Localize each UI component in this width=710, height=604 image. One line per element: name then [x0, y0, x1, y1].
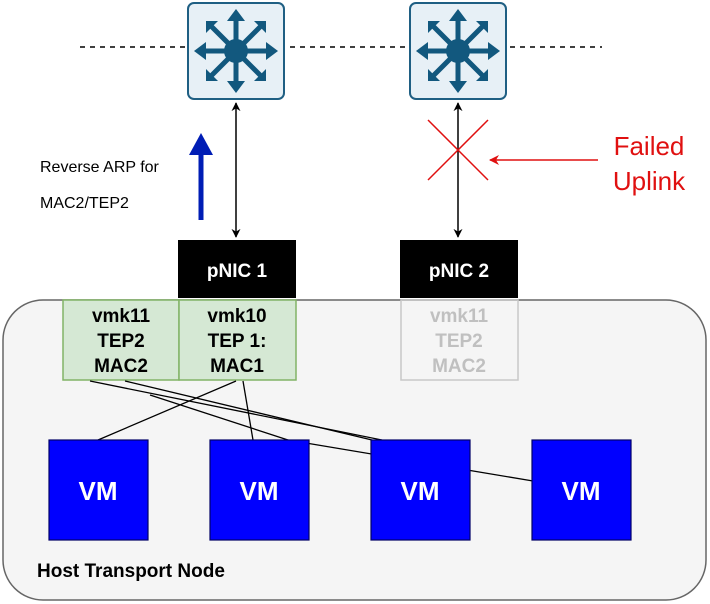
pnic-2-label: pNIC 2	[429, 261, 489, 282]
switch-2	[409, 2, 507, 100]
layer3-switch-arrows-icon	[194, 9, 278, 93]
layer3-switch-arrows-icon	[416, 9, 500, 93]
host-transport-node-label: Host Transport Node	[37, 561, 225, 582]
vm-3: VM	[370, 439, 471, 541]
vm-4: VM	[531, 439, 632, 541]
vmk10-tep: TEP 1:	[208, 331, 267, 352]
pnic-2: pNIC 2	[400, 240, 518, 298]
link-vmk11-vm2-vm4	[149, 394, 289, 441]
link-vmk11-vm3b	[124, 380, 373, 441]
link-vmk10-vm1	[97, 380, 237, 441]
vmk11-tep: TEP2	[97, 331, 145, 352]
vm-2-label: VM	[240, 476, 279, 506]
up-arrow-icon	[189, 133, 213, 220]
vmk11-interface-active: vmk11 TEP2 MAC2	[62, 299, 180, 381]
red-x-icon	[427, 119, 489, 181]
vm-1-label: VM	[79, 476, 118, 506]
vm-4-label: VM	[562, 476, 601, 506]
vmk11-name: vmk11	[92, 306, 151, 327]
vm-1: VM	[48, 439, 149, 541]
failure-note-line1: Failed	[614, 131, 685, 161]
vmk11-inactive-name: vmk11	[430, 306, 489, 327]
switch-1	[187, 2, 285, 100]
vmk10-interface: vmk10 TEP 1: MAC1	[178, 299, 297, 381]
reverse-arp-note-line2: MAC2/TEP2	[40, 195, 129, 212]
pnic-1: pNIC 1	[178, 240, 296, 298]
vm-2: VM	[209, 439, 310, 541]
vmk10-mac: MAC1	[210, 356, 264, 377]
vm-3-label: VM	[401, 476, 440, 506]
vmk11-interface-inactive: vmk11 TEP2 MAC2	[400, 299, 519, 381]
vmk11-inactive-mac: MAC2	[432, 356, 486, 377]
vmk11-inactive-tep: TEP2	[435, 331, 483, 352]
pnic-1-label: pNIC 1	[207, 261, 268, 282]
vmk10-name: vmk10	[207, 306, 266, 327]
failure-note-line2: Uplink	[613, 166, 686, 196]
vmk11-mac: MAC2	[94, 356, 148, 377]
reverse-arp-note-line1: Reverse ARP for	[40, 159, 160, 176]
